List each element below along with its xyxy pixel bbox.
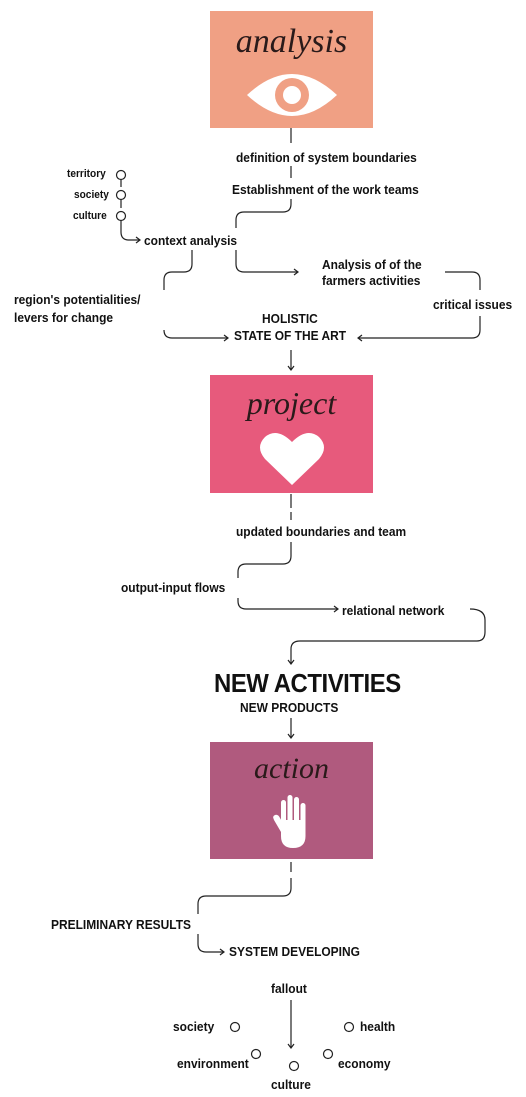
analysis-box: analysis [210, 11, 373, 128]
holistic-line2: STATE OF THE ART [234, 328, 347, 343]
analysis-title: analysis [235, 23, 348, 60]
potentialities-line2: levers for change [14, 310, 114, 325]
system-boundaries-label: definition of system boundaries [236, 150, 417, 165]
outcome-society-label: society [173, 1019, 215, 1034]
work-teams-label: Establishment of the work teams [232, 182, 419, 197]
society-dot [115, 189, 127, 201]
system-developing-label: SYSTEM DEVELOPING [229, 944, 360, 959]
territory-dot [115, 169, 127, 181]
farmers-activities-line1: Analysis of of the [322, 257, 422, 272]
culture-dot [115, 210, 127, 222]
output-input-flows-label: output-input flows [121, 580, 226, 595]
critical-issues-label: critical issues [433, 297, 513, 312]
new-activities-heading: NEW ACTIVITIES [214, 668, 401, 698]
outcome-economy-dot [322, 1048, 334, 1060]
preliminary-results-label: PRELIMINARY RESULTS [51, 917, 191, 932]
outcome-environment-dot [250, 1048, 262, 1060]
outcome-health-dot [343, 1021, 355, 1033]
relational-network-label: relational network [342, 603, 445, 618]
potentialities-line1: region's potentialities/ [14, 292, 141, 307]
farmers-activities-line2: farmers activities [322, 273, 421, 288]
hand-icon [273, 795, 306, 848]
project-box: project [210, 375, 373, 493]
outcome-environment-label: environment [177, 1056, 249, 1071]
outcome-economy-label: economy [338, 1056, 391, 1071]
context-input-territory: territory [67, 168, 106, 180]
context-input-culture: culture [73, 210, 107, 222]
action-box: action [210, 742, 373, 859]
outcome-culture-dot [288, 1060, 300, 1072]
context-input-society: society [74, 189, 109, 201]
context-analysis-label: context analysis [144, 233, 238, 248]
outcome-society-dot [229, 1021, 241, 1033]
new-products-label: NEW PRODUCTS [240, 700, 339, 715]
outcome-culture-label: culture [271, 1077, 311, 1092]
heart-icon [260, 433, 324, 485]
eye-icon [247, 74, 337, 116]
updated-boundaries-label: updated boundaries and team [236, 524, 407, 539]
fallout-label: fallout [271, 981, 307, 996]
project-title: project [246, 385, 337, 421]
action-title: action [254, 752, 329, 785]
outcome-health-label: health [360, 1019, 396, 1034]
holistic-line1: HOLISTIC [262, 311, 318, 326]
